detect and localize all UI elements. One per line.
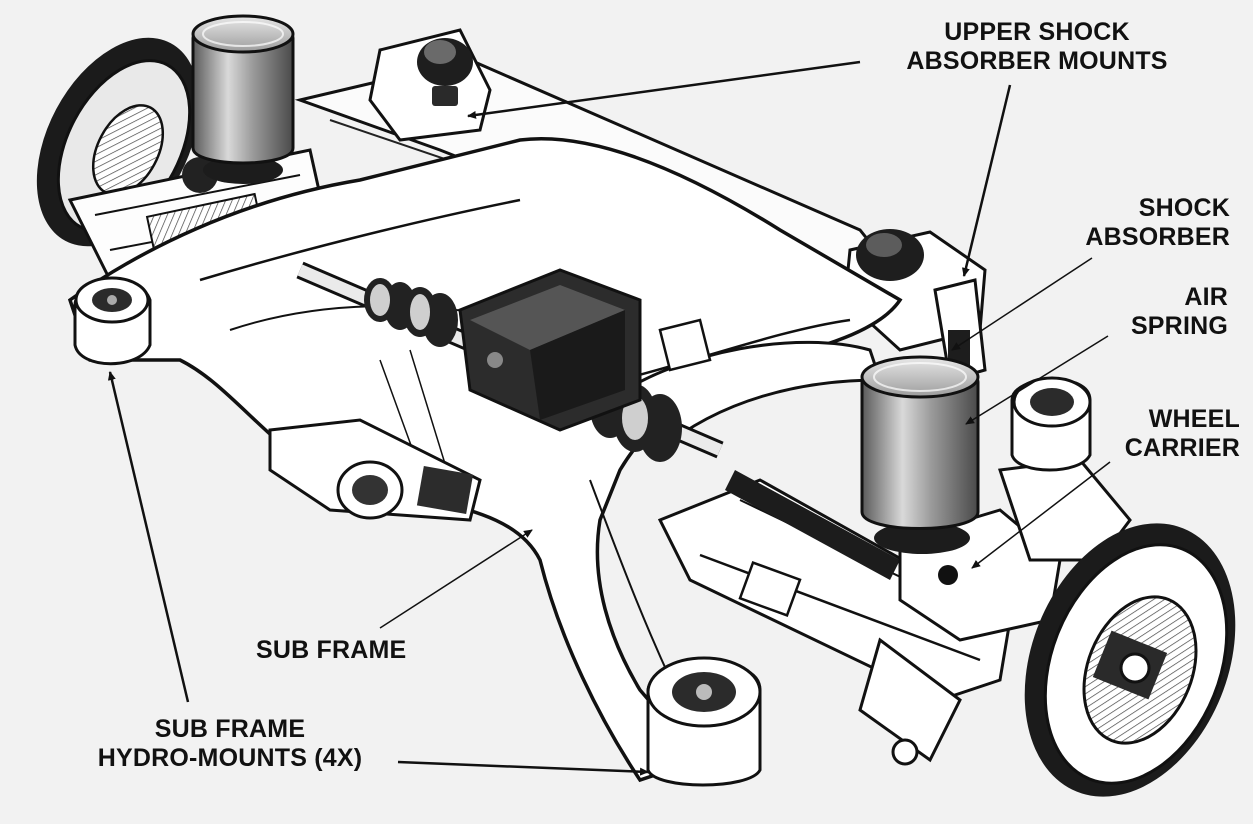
cv-boot-left [364, 278, 458, 347]
differential [458, 268, 712, 432]
leader-shock-absorber [951, 257, 1093, 351]
label-line: CARRIER [1124, 434, 1240, 462]
left-lower-bracket [268, 418, 482, 522]
air-spring-right [860, 355, 980, 554]
label-line: WHEEL [1148, 405, 1240, 433]
label-wheel-carrier: WHEEL CARRIER [1050, 405, 1240, 463]
leader-wheel-carrier [971, 461, 1111, 569]
label-line: ABSORBER MOUNTS [906, 47, 1168, 75]
leader-hydro-mount-right [397, 760, 649, 776]
sub-frame [67, 137, 903, 783]
air-spring-left [191, 14, 295, 184]
leader-upper-mount-right [961, 84, 1012, 277]
label-line: SUB FRAME [256, 636, 407, 664]
right-brake-disc [1024, 523, 1236, 797]
label-sub-frame-hydro-mounts: SUB FRAME HYDRO-MOUNTS (4X) [70, 715, 390, 773]
hydro-mount-right-front [646, 656, 762, 787]
label-line: SUB FRAME [154, 715, 306, 743]
upper-shock-mount-left [368, 28, 492, 142]
leader-upper-mount-left [467, 60, 861, 119]
leader-sub-frame [379, 529, 533, 629]
hydro-mount-right-rear [1010, 376, 1092, 472]
label-line: UPPER SHOCK [944, 18, 1130, 46]
label-line: AIR [1184, 283, 1228, 311]
label-upper-shock-absorber-mounts: UPPER SHOCK ABSORBER MOUNTS [872, 18, 1202, 76]
leader-lines [107, 60, 1111, 776]
label-sub-frame: SUB FRAME [256, 636, 436, 665]
label-shock-absorber: SHOCK ABSORBER [1010, 194, 1230, 252]
leader-air-spring [965, 335, 1109, 425]
hydro-mount-left-front [73, 276, 152, 366]
label-air-spring: AIR SPRING [1060, 283, 1228, 341]
label-line: ABSORBER [1085, 223, 1230, 251]
leader-hydro-mount-left [107, 371, 190, 703]
label-line: SPRING [1130, 312, 1228, 340]
label-line: SHOCK [1138, 194, 1230, 222]
label-line: HYDRO-MOUNTS (4X) [97, 744, 363, 772]
